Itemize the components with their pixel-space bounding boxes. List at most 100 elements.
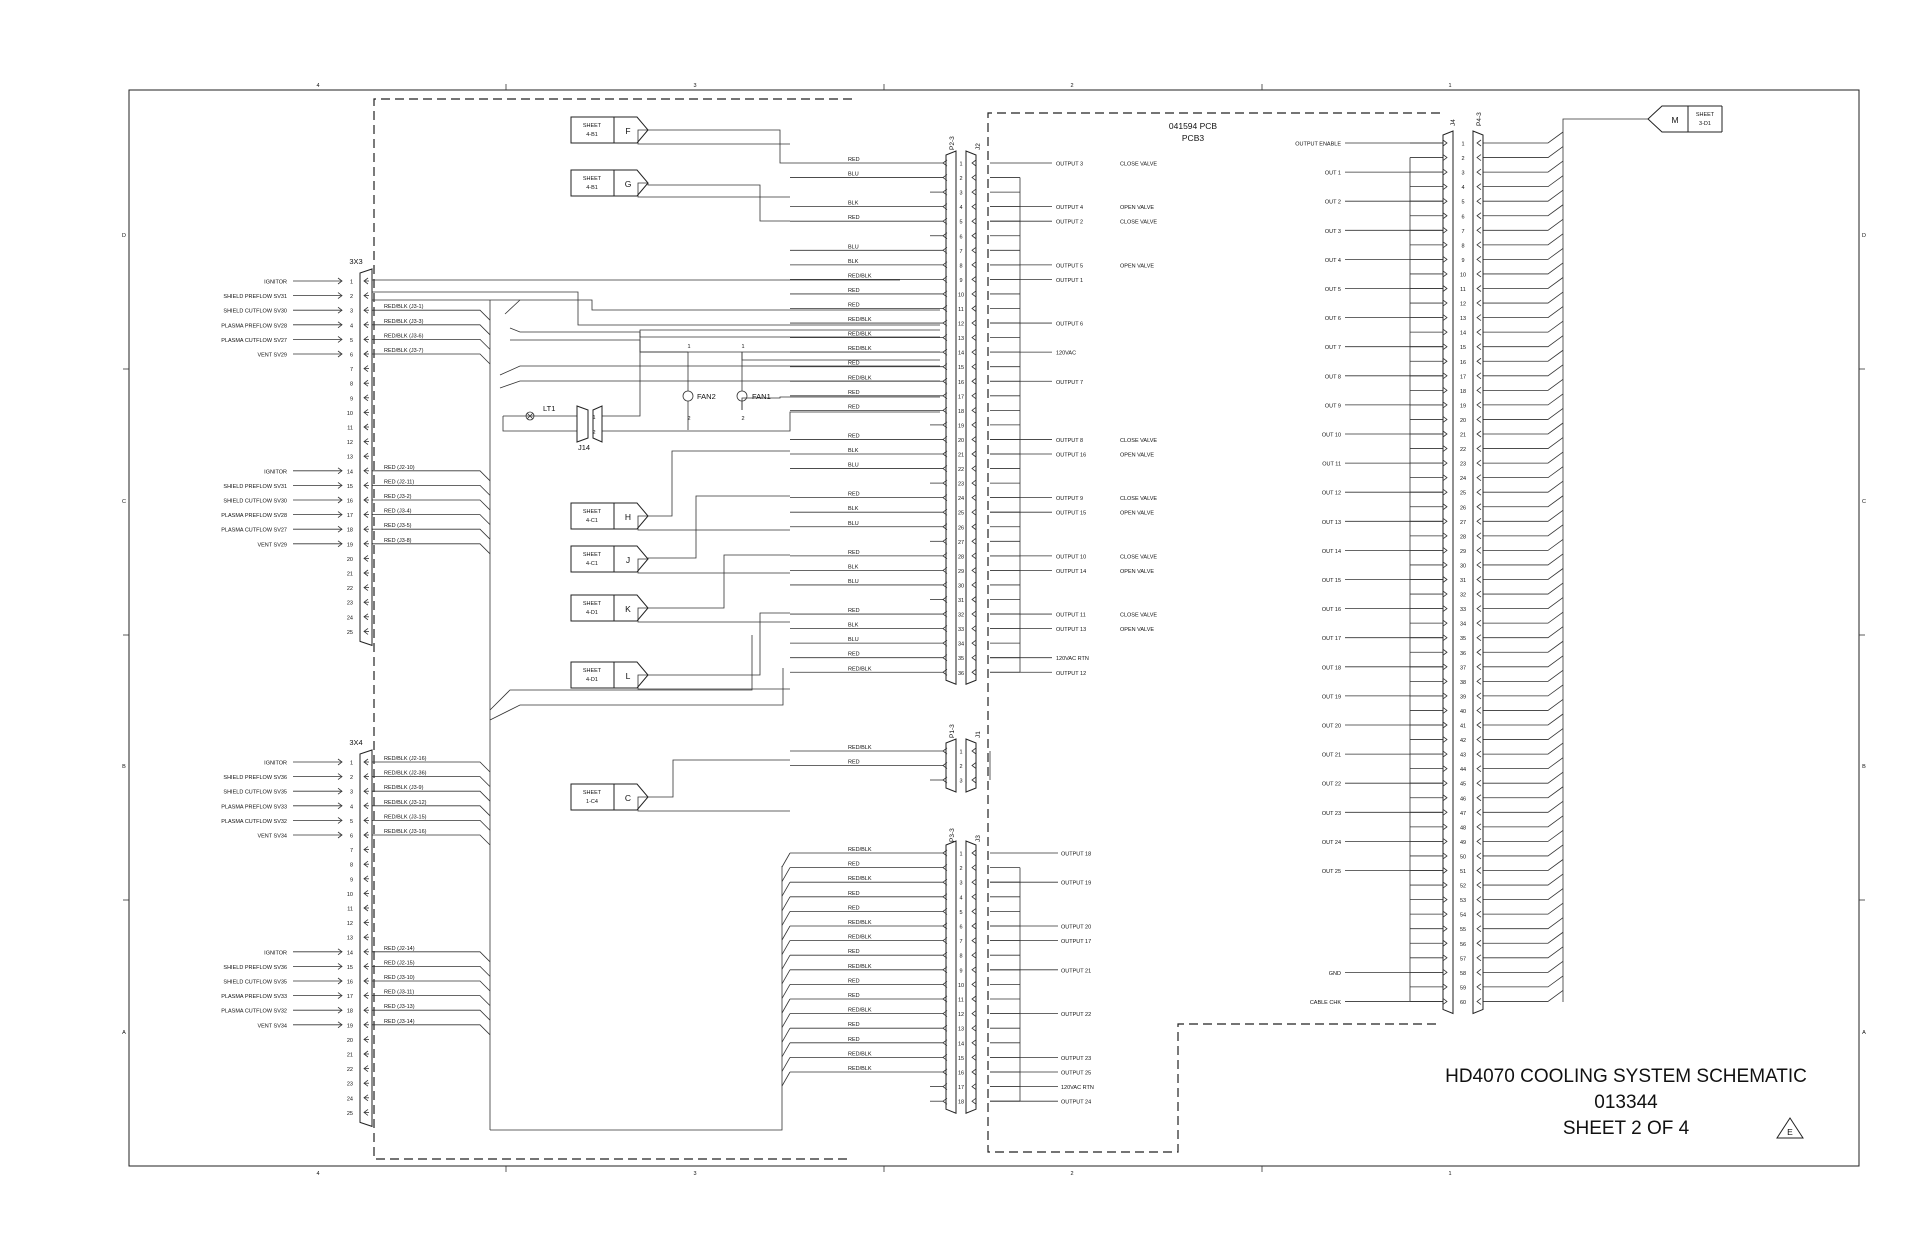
j2-wire-label: RED: [848, 390, 860, 396]
j1-connector-label: J1: [975, 731, 982, 738]
x4-harness-wire: [372, 1024, 491, 1036]
j4-pin-number: 60: [1460, 1000, 1466, 1006]
zone-label-bottom: 4: [316, 1171, 319, 1177]
j2-pin-arrow: [942, 654, 948, 662]
j3-bundle-wire: [781, 940, 791, 955]
j3-bundle-wire: [781, 1042, 791, 1057]
offsheet-f-wire: [648, 129, 790, 164]
zone-label-left: A: [122, 1030, 126, 1036]
j3-output-label: OUTPUT 22: [1061, 1012, 1091, 1018]
j1-wire-label: RED/BLK: [848, 745, 872, 751]
offsheet-f-ref: 4-B1: [586, 132, 598, 138]
j2-pin-number: 31: [958, 598, 964, 604]
p4-pin-arrow: [1476, 343, 1482, 351]
p4-pin-arrow: [1476, 299, 1482, 307]
x4-pin-number: 18: [347, 1009, 353, 1015]
p4-pin-arrow: [1476, 838, 1482, 845]
j2-pin-arrow: [971, 377, 977, 385]
harness-boundary: [373, 98, 852, 1160]
j4-signal-label: OUT 20: [1322, 724, 1341, 730]
zone-label-bottom: 1: [1448, 1171, 1451, 1177]
p4-harness-wire: [1483, 757, 1564, 770]
j2-output-label: OUTPUT 3: [1056, 162, 1083, 168]
j2-pin-number: 22: [958, 467, 964, 473]
x4-harness-wire: [372, 951, 491, 963]
j2-pin-number: 16: [958, 380, 964, 386]
j4-pin-arrow: [1442, 896, 1448, 903]
j2-pin-number: 34: [958, 642, 964, 648]
j2-pin-arrow: [971, 625, 977, 632]
x4-wire-label: RED/BLK (J3-9): [384, 785, 424, 791]
revision-triangle: [1776, 1117, 1804, 1139]
p4-harness-wire: [1483, 233, 1564, 246]
p4-pin-arrow: [1476, 881, 1482, 889]
p4-harness-wire: [1483, 320, 1564, 333]
j2-valve-label: CLOSE VALVE: [1120, 438, 1157, 444]
j2-pin-arrow: [971, 654, 977, 662]
p4-pin-arrow: [1476, 648, 1482, 656]
j4-pin-number: 33: [1460, 607, 1466, 613]
j2-wire-label: RED: [848, 608, 860, 614]
x4-input-arrow: [337, 963, 343, 970]
j3-pin-arrow: [971, 922, 977, 930]
j1-pin-arrow: [942, 747, 948, 755]
p4-harness-wire: [1483, 568, 1564, 580]
p4-pin-arrow: [1476, 605, 1482, 612]
j2-output-label: OUTPUT 14: [1056, 569, 1086, 575]
zone-label-top: 3: [693, 83, 696, 89]
j4-pin-number: 27: [1460, 520, 1466, 526]
x3-wire-label: RED/BLK (J3-1): [384, 304, 424, 310]
p4-pin-arrow: [1476, 576, 1482, 583]
x3-pin-number: 9: [350, 396, 353, 402]
harness-trunk-bottom: [490, 866, 783, 1131]
x3-pin-number: 7: [350, 367, 353, 373]
x4-wire-label: RED (J2-15): [384, 960, 415, 966]
j2-valve-label: CLOSE VALVE: [1120, 496, 1157, 502]
p4-harness-wire: [1483, 160, 1564, 173]
j4-signal-label: OUT 14: [1322, 549, 1341, 555]
j4-pin-number: 57: [1460, 956, 1466, 962]
j4-pin-number: 53: [1460, 898, 1466, 904]
j2-valve-label: CLOSE VALVE: [1120, 220, 1157, 226]
j4-pin-number: 55: [1460, 927, 1466, 933]
x3-harness-wire: [372, 353, 491, 365]
offsheet-h-ref: 4-C1: [586, 518, 598, 524]
j2-output-label: OUTPUT 7: [1056, 380, 1083, 386]
p4-harness-wire: [1483, 539, 1564, 551]
p4-pin-arrow: [1476, 256, 1482, 263]
j4-signal-label: GND: [1329, 971, 1341, 977]
j2-pin-arrow: [971, 494, 977, 501]
p4-pin-arrow: [1476, 910, 1482, 918]
x3-pin-number: 18: [347, 528, 353, 534]
j4-pin-arrow: [1442, 459, 1448, 467]
j3-output-label: 120VAC RTN: [1061, 1085, 1094, 1091]
p4-pin-arrow: [1476, 896, 1482, 903]
lt1-lamp: [525, 411, 535, 421]
j2-pin-arrow: [971, 465, 977, 472]
p4-pin-arrow: [1476, 401, 1482, 409]
x4-pin-number: 8: [350, 863, 353, 869]
j4-pin-number: 25: [1460, 491, 1466, 497]
x3-harness-wire: [372, 499, 491, 511]
x3-pin-number: 24: [347, 615, 353, 621]
x4-strip: [359, 749, 373, 1128]
j3-pin-arrow: [942, 966, 948, 974]
j3-pin-number: 9: [959, 968, 962, 974]
p4-harness-wire: [1483, 189, 1564, 202]
harness-wire: [499, 365, 940, 376]
j3-bundle-wire: [781, 969, 791, 984]
j4-signal-label: OUT 6: [1325, 316, 1341, 322]
j3-bundle-wire: [781, 1028, 791, 1043]
j2-output-label: OUTPUT 13: [1056, 627, 1086, 633]
p4-harness-wire: [1483, 437, 1564, 449]
p4-pin-arrow: [1476, 794, 1482, 802]
p4-pin-arrow: [1476, 779, 1482, 787]
j2-pin-number: 2: [959, 176, 962, 182]
x4-input-arrow: [337, 948, 343, 956]
offsheet-m-wire: [1562, 118, 1648, 1002]
p4-pin-arrow: [1476, 285, 1482, 292]
p4-harness-wire: [1483, 670, 1564, 682]
j2-valve-label: OPEN VALVE: [1120, 263, 1154, 269]
j4-pin-number: 32: [1460, 593, 1466, 599]
j2-output-label: OUTPUT 2: [1056, 220, 1083, 226]
